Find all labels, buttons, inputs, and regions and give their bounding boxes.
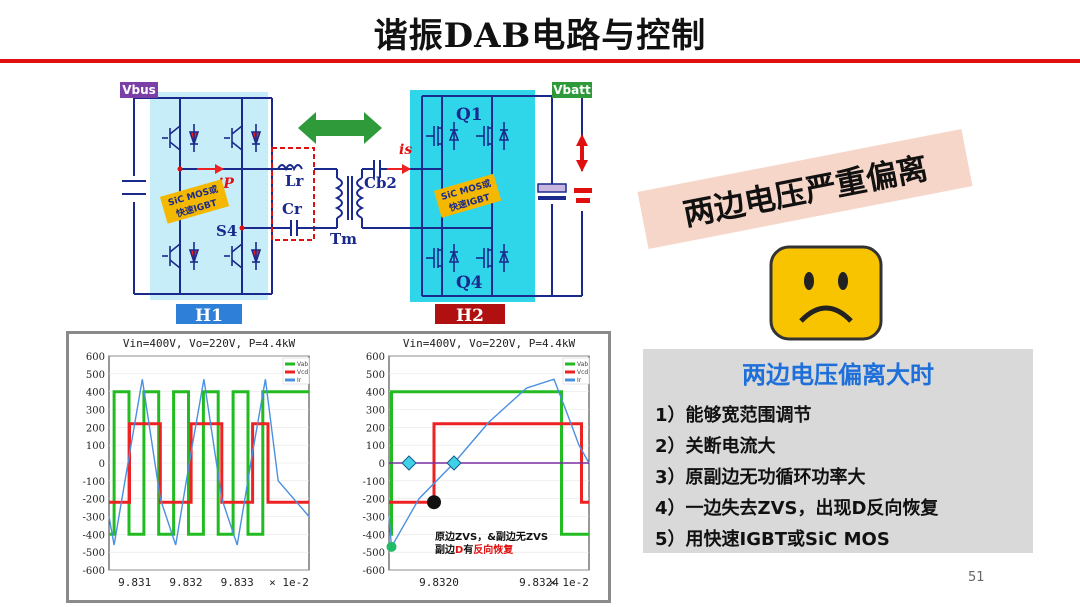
cr-label: Cr <box>282 200 303 218</box>
h2-switches <box>426 122 510 272</box>
panel-item: 3）原副边无功循环功率大 <box>655 467 866 488</box>
y-tick-label: -500 <box>83 548 105 559</box>
vbus-label: Vbus <box>122 83 156 97</box>
panel-item: 2）关断电流大 <box>655 436 776 457</box>
plot-title: Vin=400V, Vo=220V, P=4.4kW <box>123 337 296 350</box>
tm-label: Tm <box>330 230 357 248</box>
annotation-span: 副边 <box>435 543 456 556</box>
zvs-marker <box>446 455 462 471</box>
power-flow-arrow <box>298 112 382 144</box>
y-tick-label: 600 <box>366 352 385 363</box>
h1-switches <box>162 124 262 270</box>
y-tick-label: -100 <box>83 477 105 488</box>
event-marker <box>386 541 397 552</box>
x-tick-label: 9.831 <box>118 576 151 589</box>
y-tick-label: 300 <box>366 406 385 417</box>
annotation-span: D <box>455 545 463 556</box>
x-scale-label: × 1e-2 <box>269 576 309 589</box>
y-tick-label: 400 <box>86 388 105 399</box>
event-marker <box>427 495 441 510</box>
y-tick-label: -200 <box>83 495 105 506</box>
plot-annotation-line1: 原边ZVS，&副边无ZVS <box>435 530 548 543</box>
resonant-tank-box <box>271 147 315 241</box>
page-number: 51 <box>968 570 985 585</box>
y-tick-label: 300 <box>86 406 105 417</box>
q1-label: Q1 <box>456 105 483 125</box>
lr-inductor <box>277 164 303 172</box>
cb2-label: Cb2 <box>364 174 397 192</box>
x-tick-label: 9.832 <box>169 576 202 589</box>
y-tick-label: 0 <box>99 459 105 470</box>
cr-capacitor <box>287 220 314 236</box>
panel-item: 1）能够宽范围调节 <box>655 405 812 426</box>
battery-plate-bottom <box>576 198 590 203</box>
y-tick-label: -600 <box>363 566 385 577</box>
legend-entry: Ir <box>577 377 582 384</box>
banner-text: 两边电压严重偏离 <box>680 150 931 234</box>
x-tick-label: 9.8324 <box>519 576 559 589</box>
y-tick-label: 600 <box>86 352 105 363</box>
deviation-effects-panel: 两边电压偏离大时 1）能够宽范围调节 2）关断电流大 3）原副边无功循环功率大 … <box>643 349 1033 553</box>
y-tick-label: 100 <box>86 441 105 452</box>
vbatt-label-bg <box>552 82 592 98</box>
y-tick-label: 500 <box>86 370 105 381</box>
battery-arrow <box>576 134 588 172</box>
y-tick-label: -500 <box>363 548 385 559</box>
is-label: is <box>399 142 412 158</box>
series-line-ir <box>108 379 310 546</box>
vbatt-label: Vbatt <box>553 83 591 97</box>
vbus-label-bg <box>120 82 158 98</box>
series-line-vcd <box>389 422 589 504</box>
panel-item: 5）用快速IGBT或SiC MOS <box>655 529 890 550</box>
legend-entry: Vab <box>297 361 308 368</box>
y-tick-label: 400 <box>366 388 385 399</box>
y-tick-label: 200 <box>86 423 105 434</box>
y-tick-label: -100 <box>363 477 385 488</box>
series-line-ir <box>388 378 590 550</box>
y-tick-label: -400 <box>83 530 105 541</box>
h1-label-bg <box>176 304 242 324</box>
lr-label: Lr <box>285 172 305 190</box>
y-tick-label: 0 <box>379 459 385 470</box>
y-tick-label: -200 <box>363 495 385 506</box>
y-tick-label: 100 <box>366 441 385 452</box>
x-tick-label: 9.833 <box>221 576 254 589</box>
series-line-vcd <box>109 422 309 504</box>
panel-heading: 两边电压偏离大时 <box>742 361 934 389</box>
resonant-dab-circuit: Vbus Vbatt iP is Lr Cr Cb2 Tm S4 Q1 Q4 S… <box>120 82 592 326</box>
y-tick-label: -300 <box>363 513 385 524</box>
h2-label: H2 <box>456 306 484 326</box>
x-scale-label: × 1e-2 <box>549 576 589 589</box>
page-title: 谐振DAB电路与控制 <box>373 16 707 56</box>
h2-label-bg <box>435 304 505 324</box>
y-tick-label: 500 <box>366 370 385 381</box>
panel-item: 4）一边失去ZVS，出现D反向恢复 <box>655 498 939 519</box>
waveform-plots-frame: Vin=400V, Vo=220V, P=4.4kW 600 500 400 300 20… <box>66 331 611 603</box>
series-line-vab <box>109 390 309 536</box>
y-tick-label: -400 <box>363 530 385 541</box>
legend-entry: Ir <box>297 377 302 384</box>
q4-label: Q4 <box>456 273 483 293</box>
s4-label: S4 <box>216 222 237 240</box>
legend-entry: Vcd <box>577 369 588 376</box>
legend-entry: Vab <box>577 361 588 368</box>
y-tick-label: -600 <box>83 566 105 577</box>
vbus-capacitor <box>122 180 146 195</box>
plot-title: Vin=400V, Vo=220V, P=4.4kW <box>403 337 576 350</box>
vbatt-capacitor <box>537 183 567 193</box>
waveform-plots: Vin=400V, Vo=220V, P=4.4kW 600 500 400 300 20… <box>83 337 590 589</box>
sad-face-icon <box>769 245 883 341</box>
h1-label: H1 <box>195 306 223 326</box>
y-tick-label: -300 <box>83 513 105 524</box>
legend-entry: Vcd <box>297 369 308 376</box>
y-tick-label: 200 <box>366 423 385 434</box>
zvs-marker <box>401 455 417 471</box>
plot-annotation-line2: 副边D有反向恢复 <box>435 543 514 556</box>
annotation-span: 有 <box>463 543 473 556</box>
x-tick-label: 9.8320 <box>419 576 459 589</box>
title-divider <box>0 59 1080 63</box>
annotation-span: 反向恢复 <box>473 543 514 556</box>
battery-plate-top <box>574 188 592 193</box>
voltage-deviation-banner: 两边电压严重偏离 <box>637 129 973 249</box>
